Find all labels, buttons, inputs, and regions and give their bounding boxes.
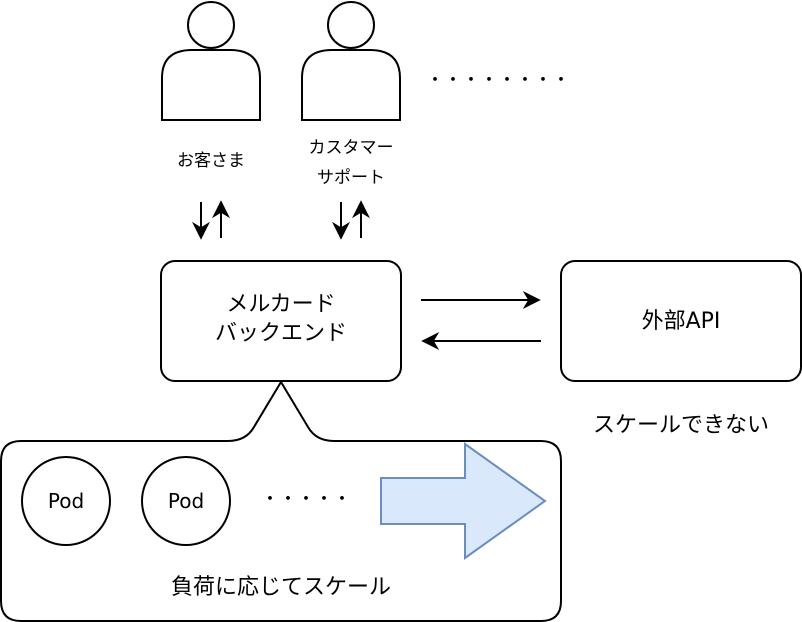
customer-label: お客さま <box>177 151 245 171</box>
external-api-box <box>560 260 802 382</box>
external-api-label: 外部API <box>642 309 721 334</box>
more-pods-indicator: ・・・・・ <box>261 489 351 510</box>
external-api-note: スケールできない <box>593 413 769 438</box>
pod-label-1: Pod <box>48 489 84 513</box>
pod-group-caption: 負荷に応じてスケール <box>171 575 391 600</box>
pod-circle-2 <box>141 456 231 546</box>
customer-actor-icon <box>161 1 261 121</box>
pod-circle-1 <box>21 456 111 546</box>
support-label-line2: サポート <box>317 168 385 188</box>
backend-label-line1: メルカード <box>226 292 335 317</box>
support-label-line1: カスタマー <box>309 138 394 158</box>
pod-group-callout <box>0 380 562 622</box>
pod-label-2: Pod <box>168 489 204 513</box>
scale-out-arrow-icon <box>380 442 547 560</box>
more-actors-indicator: ・・・・・・・・ <box>426 70 570 91</box>
support-actor-icon <box>301 1 401 121</box>
backend-label-line2: バックエンド <box>215 321 347 346</box>
